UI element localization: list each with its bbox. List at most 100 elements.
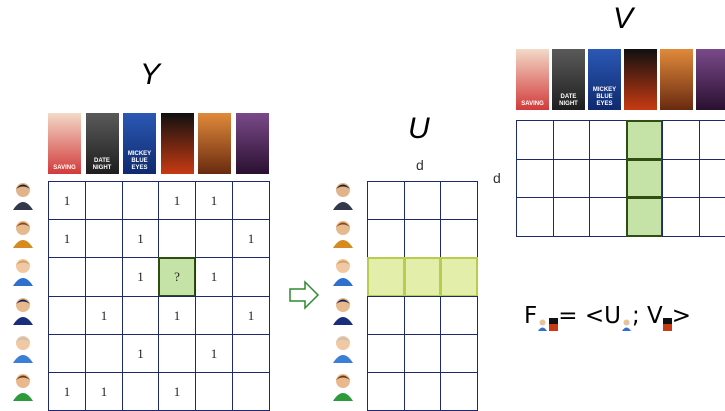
u-cell xyxy=(440,334,478,373)
v-cell xyxy=(516,159,554,198)
u-target-user-cell xyxy=(440,257,478,297)
u-cell xyxy=(404,334,441,373)
rating-cell: 1 xyxy=(48,181,86,220)
v-dimension-label: d xyxy=(493,170,501,186)
v-cell xyxy=(553,159,590,198)
v-cell xyxy=(699,197,725,237)
v-cell xyxy=(553,197,590,237)
u-cell xyxy=(440,372,478,411)
boy-user-icon xyxy=(10,333,36,363)
rating-cell: 1 xyxy=(122,257,159,297)
rating-cell xyxy=(232,334,270,373)
u-target-user-cell xyxy=(404,257,441,297)
u-cell xyxy=(367,219,405,258)
rating-cell xyxy=(195,296,233,335)
businessman-user-icon xyxy=(10,180,36,210)
rating-cell xyxy=(122,181,159,220)
v-target-movie-cell xyxy=(626,197,663,237)
rating-cell: 1 xyxy=(195,334,233,373)
green-shirt-user-icon xyxy=(330,371,356,401)
u-cell xyxy=(367,372,405,411)
rating-cell: 1 xyxy=(195,181,233,220)
formula-close: > xyxy=(672,303,691,329)
rating-cell xyxy=(232,372,270,411)
movie-poster-star-trek-2 xyxy=(660,49,693,110)
rating-cell xyxy=(48,296,86,335)
movie-poster-star-trek-4 xyxy=(696,49,725,110)
rating-cell xyxy=(158,334,196,373)
v-matrix-label: V xyxy=(613,2,633,36)
v-cell xyxy=(516,120,554,160)
man-user-icon xyxy=(10,256,36,286)
rating-cell: 1 xyxy=(158,296,196,335)
rating-cell: 1 xyxy=(85,296,123,335)
movie-caption: DATE NIGHT xyxy=(553,94,584,108)
woman-user-icon xyxy=(10,218,36,248)
y-matrix-label: Y xyxy=(140,58,160,92)
rating-cell xyxy=(85,257,123,297)
rating-cell xyxy=(195,372,233,411)
u-target-user-cell xyxy=(367,257,405,297)
movie-poster-saving-silverman: SAVING xyxy=(48,113,81,174)
v-cell xyxy=(589,197,627,237)
movie-poster-star-trek xyxy=(624,49,657,110)
u-cell xyxy=(367,296,405,335)
formula-f: F xyxy=(524,303,537,329)
rating-cell: 1 xyxy=(158,181,196,220)
predicted-rating-cell: ? xyxy=(158,257,196,297)
rating-cell xyxy=(48,334,86,373)
rating-cell xyxy=(85,334,123,373)
rating-cell: 1 xyxy=(48,372,86,411)
v-target-movie-cell xyxy=(626,120,663,160)
rating-cell xyxy=(122,296,159,335)
rating-cell xyxy=(48,257,86,297)
prediction-formula: F = <U ; V > xyxy=(524,303,691,329)
rating-cell xyxy=(85,219,123,258)
rating-cell xyxy=(85,181,123,220)
u-cell xyxy=(440,219,478,258)
v-cell xyxy=(699,120,725,160)
formula-semi: ; V xyxy=(632,303,663,329)
movie-poster-saving-silverman: SAVING xyxy=(516,49,549,110)
rating-cell: 1 xyxy=(195,257,233,297)
rating-cell: 1 xyxy=(158,372,196,411)
v-cell xyxy=(662,159,700,198)
v-cell xyxy=(516,197,554,237)
u-cell xyxy=(404,181,441,220)
rating-cell xyxy=(195,219,233,258)
rating-cell: 1 xyxy=(122,219,159,258)
rating-cell: 1 xyxy=(122,334,159,373)
u-cell xyxy=(440,181,478,220)
formula-v-subscript-icon xyxy=(663,311,672,324)
v-target-movie-cell xyxy=(626,159,663,198)
u-cell xyxy=(404,296,441,335)
rating-cell: 1 xyxy=(232,296,270,335)
v-cell xyxy=(589,120,627,160)
v-cell xyxy=(662,197,700,237)
rating-cell xyxy=(232,181,270,220)
formula-u-subscript-icon xyxy=(621,311,632,323)
rating-cell: 1 xyxy=(48,219,86,258)
u-matrix-label: U xyxy=(408,112,430,146)
woman-user-icon xyxy=(330,218,356,248)
u-dimension-label: d xyxy=(416,157,424,173)
businessman-user-icon xyxy=(330,180,356,210)
formula-eq: = <U xyxy=(558,303,621,329)
movie-poster-star-trek-4 xyxy=(236,113,269,174)
rating-cell xyxy=(158,219,196,258)
movie-caption: DATE NIGHT xyxy=(87,158,118,172)
green-shirt-user-icon xyxy=(10,371,36,401)
arrow-icon xyxy=(288,280,320,310)
u-cell xyxy=(404,219,441,258)
u-cell xyxy=(367,334,405,373)
rating-cell xyxy=(232,257,270,297)
movie-poster-mickey-blue-eyes: MICKEY BLUE EYES xyxy=(588,49,621,110)
movie-caption: SAVING xyxy=(517,101,548,108)
man-user-icon xyxy=(330,256,356,286)
movie-poster-mickey-blue-eyes: MICKEY BLUE EYES xyxy=(123,113,156,174)
movie-caption: MICKEY BLUE EYES xyxy=(124,151,155,172)
v-cell xyxy=(553,120,590,160)
v-cell xyxy=(699,159,725,198)
movie-poster-star-trek xyxy=(161,113,194,174)
formula-user-subscript-icon xyxy=(537,311,548,323)
